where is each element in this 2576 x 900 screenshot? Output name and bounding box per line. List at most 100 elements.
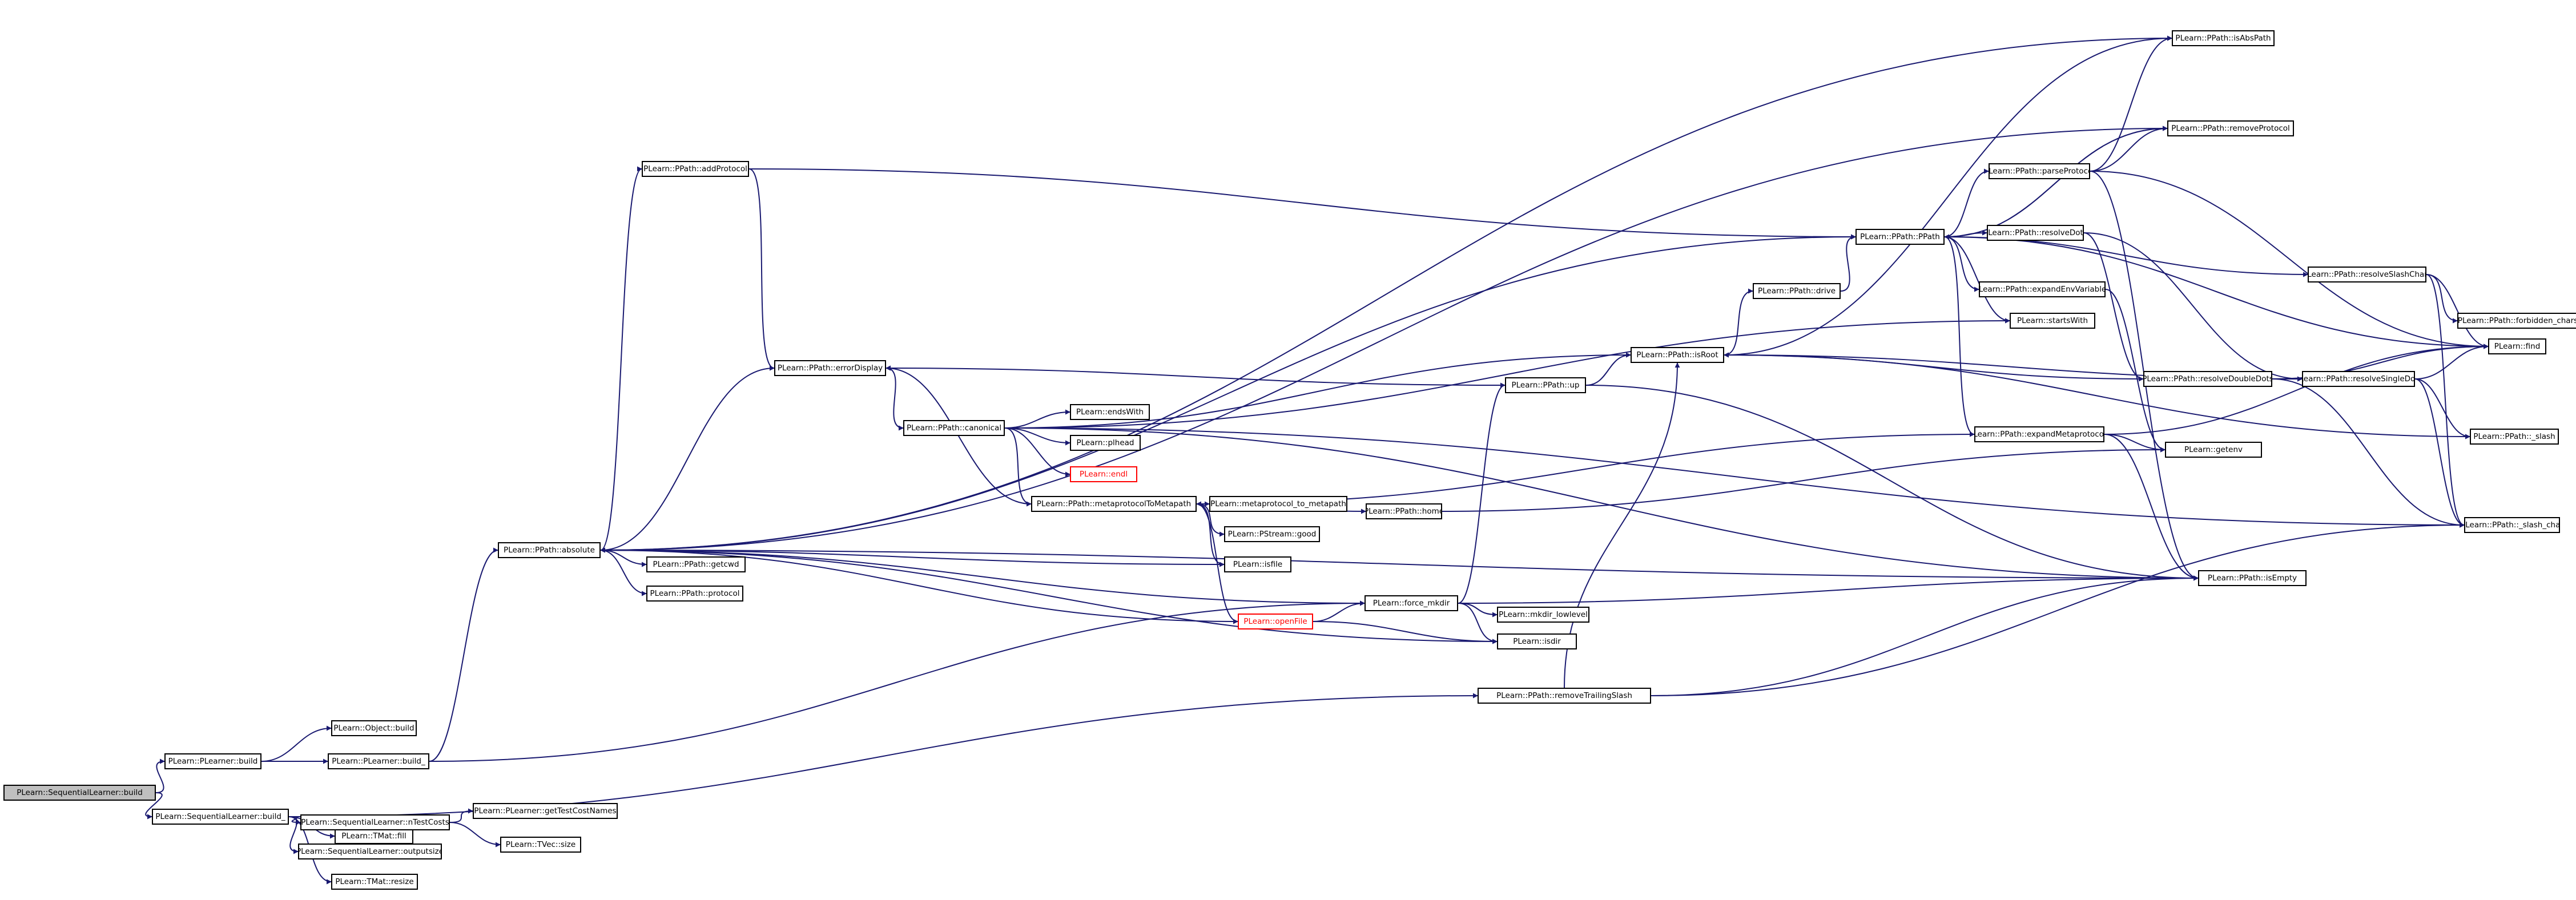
node-n14[interactable]: PLearn::metaprotocol_to_metapath — [1209, 496, 1347, 512]
node-label: PLearn::plhead — [1076, 438, 1134, 447]
node-label: PLearn::PPath::canonical — [906, 423, 1002, 433]
edge-n9-n12 — [1004, 427, 1070, 477]
node-n30[interactable]: PLearn::startsWith — [2010, 313, 2095, 329]
node-n10[interactable]: PLearn::endsWith — [1070, 404, 1150, 420]
node-n42[interactable]: PLearn::PPath::_slash_char — [2464, 517, 2560, 533]
node-n27[interactable]: PLearn::PPath::removeTrailingSlash — [1478, 688, 1651, 704]
node-label: PLearn::startsWith — [2016, 316, 2088, 325]
edge-n31-n37 — [2083, 232, 2303, 382]
node-n28[interactable]: PLearn::PPath::PPath — [1855, 229, 1945, 245]
node-n3[interactable]: PLearn::SequentialLearner::build_ — [152, 809, 289, 825]
node-n2[interactable]: PLearn::PLearner::build — [164, 753, 261, 769]
node-n31[interactable]: PLearn::PPath::resolveDots — [1987, 225, 2084, 241]
edge-n13-n8 — [886, 365, 1032, 505]
node-label: PLearn::openFile — [1243, 617, 1307, 626]
edge-n33-n44 — [2104, 434, 2199, 581]
edge-n3-n27 — [288, 693, 1478, 817]
node-n38[interactable]: PLearn::PPath::resolveSlashChars — [2308, 267, 2426, 282]
edge-n24-n25 — [1585, 352, 1631, 386]
edge-n32-n40 — [2090, 171, 2489, 349]
edge-n37-n42 — [2414, 378, 2465, 528]
edge-n37-n40 — [2414, 344, 2489, 380]
edge-n29-n43 — [2105, 289, 2166, 453]
node-n17[interactable]: PLearn::PPath::home — [1366, 503, 1442, 519]
node-label: PLearn::PLearner::build — [168, 757, 258, 766]
node-n24[interactable]: PLearn::PPath::up — [1505, 377, 1586, 393]
node-n35[interactable]: PLearn::PPath::removeProtocol — [2167, 120, 2294, 136]
node-n5[interactable]: PLearn::PLearner::build_ — [328, 753, 429, 769]
edge-n21-n22 — [1458, 603, 1498, 618]
node-label: PLearn::PPath::addProtocol — [643, 164, 747, 173]
edge-n21-n44 — [1458, 575, 2199, 604]
edge-n35-n28 — [1944, 128, 2168, 240]
node-label: PLearn::PPath::forbidden_chars — [2457, 316, 2576, 325]
node-n4[interactable]: PLearn::Object::build — [331, 720, 417, 736]
node-n36[interactable]: PLearn::PPath::resolveDoubleDots — [2143, 371, 2272, 387]
node-n33[interactable]: PLearn::PPath::expandMetaprotocols — [1974, 426, 2104, 442]
node-label: PLearn::SequentialLearner::build — [17, 788, 143, 797]
node-n34[interactable]: PLearn::PPath::isAbsPath — [2172, 30, 2275, 46]
node-n22[interactable]: PLearn::mkdir_lowlevel — [1497, 607, 1589, 623]
node-n29[interactable]: PLearn::PPath::expandEnvVariables — [1979, 281, 2106, 297]
node-label: PLearn::PPath::absolute — [504, 546, 595, 555]
node-n23[interactable]: PLearn::isdir — [1497, 633, 1577, 649]
node-label: PLearn::find — [2494, 342, 2541, 351]
node-n41[interactable]: PLearn::PPath::_slash — [2470, 429, 2559, 445]
node-label: PLearn::SequentialLearner::nTestCosts — [301, 818, 449, 827]
edge-n28-n40 — [1944, 236, 2489, 349]
node-n48[interactable]: PLearn::TVec::size — [500, 837, 581, 853]
node-n19[interactable]: PLearn::PPath::protocol — [646, 586, 743, 602]
edge-n28-n30 — [1944, 236, 2010, 324]
edge-n9-n42 — [1004, 427, 2465, 528]
edge-n25-n34 — [1724, 35, 2172, 356]
node-n18[interactable]: PLearn::PPath::getcwd — [646, 556, 746, 572]
edge-n25-n26 — [1724, 288, 1753, 356]
edge-n28-n29 — [1944, 236, 1979, 292]
node-label: PLearn::mkdir_lowlevel — [1499, 610, 1588, 619]
node-n6[interactable]: PLearn::PPath::absolute — [498, 542, 601, 558]
node-label: PLearn::PPath::removeTrailingSlash — [1496, 691, 1632, 700]
node-n21[interactable]: PLearn::force_mkdir — [1365, 595, 1458, 611]
node-n20[interactable]: PLearn::openFile — [1238, 614, 1313, 629]
node-n39[interactable]: PLearn::PPath::forbidden_chars — [2457, 313, 2576, 329]
edge-n33-n13 — [1196, 434, 1975, 507]
node-n46[interactable]: PLearn::SequentialLearner::nTestCosts — [300, 814, 450, 830]
node-n11[interactable]: PLearn::plhead — [1070, 435, 1141, 451]
node-n16[interactable]: PLearn::isfile — [1224, 556, 1291, 572]
node-n12[interactable]: PLearn::endl — [1070, 466, 1137, 482]
node-n8[interactable]: PLearn::PPath::errorDisplay — [774, 360, 886, 376]
edge-n27-n44 — [1651, 575, 2199, 696]
node-n1: PLearn::SequentialLearner::build — [3, 785, 156, 801]
node-n40[interactable]: PLearn::find — [2488, 338, 2546, 354]
edge-n6-n44 — [600, 550, 2199, 581]
node-n49[interactable]: PLearn::SequentialLearner::outputsize — [298, 844, 442, 859]
node-label: PLearn::PPath::expandMetaprotocols — [1974, 430, 2104, 439]
node-n15[interactable]: PLearn::PStream::good — [1224, 526, 1320, 542]
edge-n23-n6 — [600, 547, 1498, 642]
node-label: PLearn::PPath::_slash_char — [2464, 520, 2560, 530]
node-n26[interactable]: PLearn::PPath::drive — [1753, 283, 1841, 299]
node-n9[interactable]: PLearn::PPath::canonical — [903, 420, 1005, 436]
node-n13[interactable]: PLearn::PPath::metaprotocolToMetapath — [1031, 496, 1197, 512]
edge-n20-n6 — [600, 547, 1238, 622]
edge-n6-n35 — [600, 126, 2168, 551]
node-n32[interactable]: PLearn::PPath::parseProtocol — [1989, 163, 2090, 179]
node-n47[interactable]: PLearn::PLearner::getTestCostNames — [473, 803, 618, 819]
node-label: PLearn::PPath::resolveDots — [1987, 228, 2084, 237]
node-n37[interactable]: PLearn::PPath::resolveSingleDots — [2302, 371, 2415, 387]
edge-n9-n10 — [1004, 409, 1070, 429]
node-label: PLearn::force_mkdir — [1372, 599, 1450, 608]
edge-n2-n4 — [261, 725, 332, 762]
node-n25[interactable]: PLearn::PPath::isRoot — [1631, 347, 1724, 363]
node-n7[interactable]: PLearn::PPath::addProtocol — [642, 161, 749, 177]
node-label: PLearn::metaprotocol_to_metapath — [1210, 499, 1346, 508]
node-n50[interactable]: PLearn::TMat::resize — [331, 874, 418, 890]
node-n43[interactable]: PLearn::getenv — [2165, 442, 2262, 458]
edge-n21-n23 — [1458, 603, 1498, 644]
edge-n37-n41 — [2414, 378, 2470, 439]
node-label: PLearn::PPath::isAbsPath — [2175, 34, 2271, 43]
edge-n13-n20 — [1196, 503, 1238, 624]
node-n44[interactable]: PLearn::PPath::isEmpty — [2198, 570, 2307, 586]
edge-n38-n39 — [2426, 274, 2458, 324]
node-n45[interactable]: PLearn::TMat::fill — [335, 828, 413, 844]
